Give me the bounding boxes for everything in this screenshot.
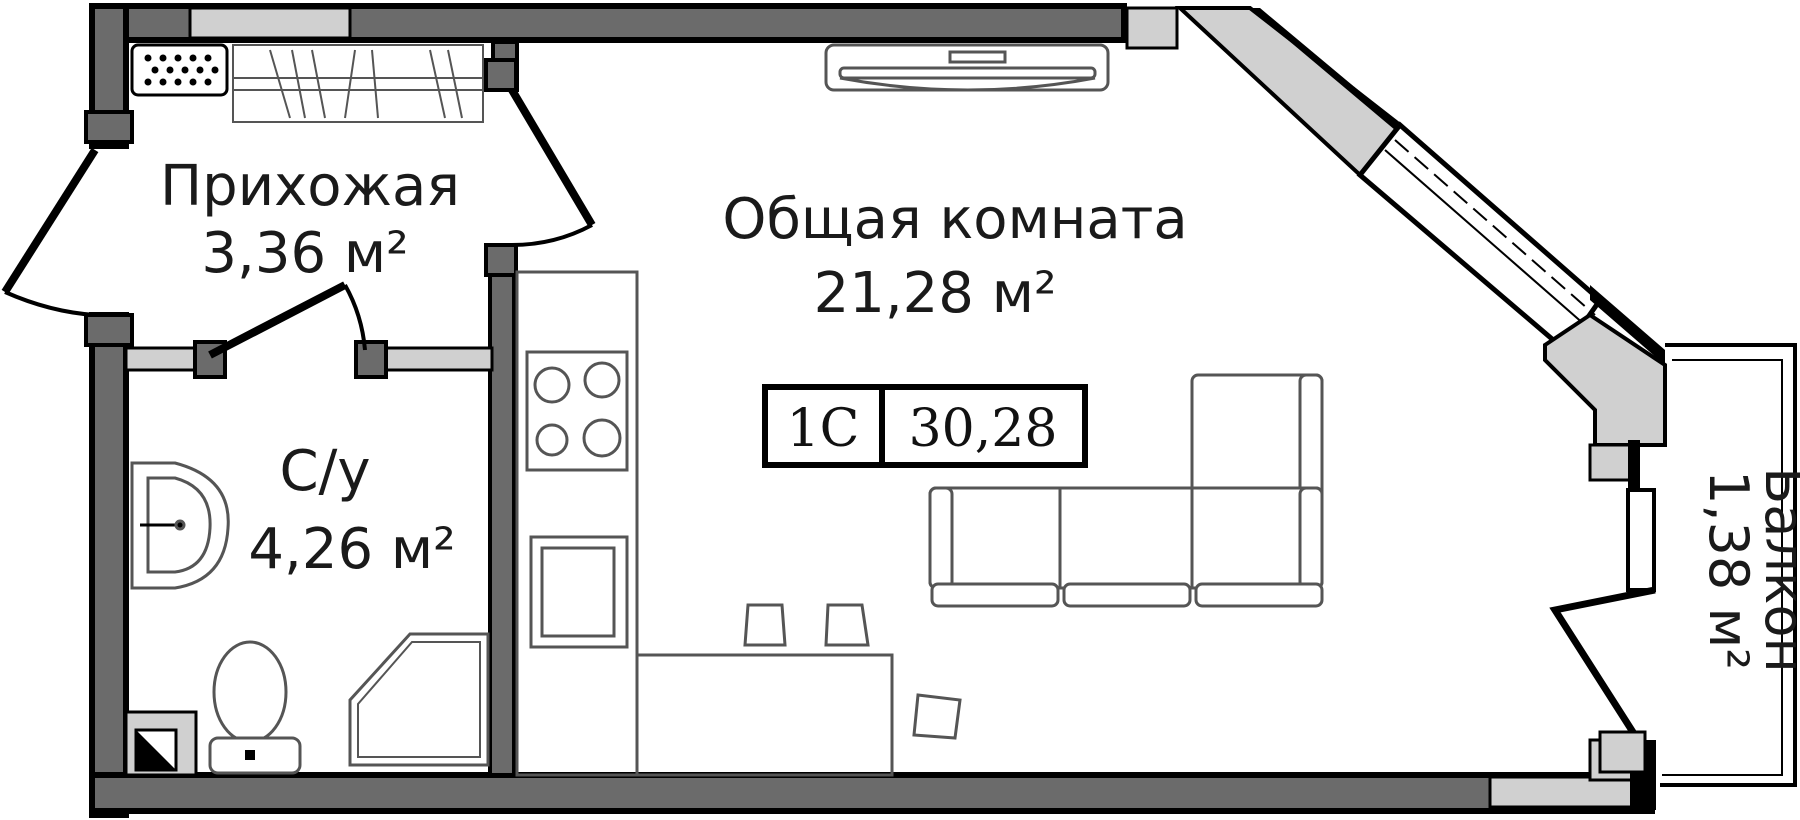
room-name-hallway: Прихожая [160,154,460,219]
kitchen-counter [515,270,639,777]
apartment-total-area: 30,28 [909,399,1058,459]
chair [912,693,962,740]
room-area-balcony: 1,38 м² [1697,470,1760,670]
shoe-rack-dots [144,54,219,86]
apartment-type: 1С [787,399,860,459]
room-name-living: Общая комната [722,187,1187,252]
doors [1,87,596,359]
bathroom-fixtures [124,461,490,777]
interior-walls [84,40,519,777]
room-area-living: 21,28 м² [814,261,1057,326]
shoe-rack [130,43,229,97]
utility-riser [124,710,198,777]
corner-sofa [928,373,1324,608]
balcony [1549,343,1797,787]
kitchen-sink [529,535,629,649]
air-conditioner [824,43,1110,92]
hallway-furniture [130,43,484,123]
chair [824,603,870,647]
room-labels: Прихожая 3,36 м² Общая комната 21,28 м² … [160,154,1800,673]
room-name-balcony: Балкон [1753,467,1800,673]
shower-tray [348,632,490,767]
room-area-bathroom: 4,26 м² [248,517,455,582]
apartment-badge: 1С 30,28 [762,384,1088,468]
stove [525,350,629,472]
washbasin [130,461,230,590]
wardrobe [232,44,484,123]
toilet [208,640,302,775]
diagonal-window-wall [1174,6,1667,810]
room-name-bathroom: С/у [279,439,370,504]
living-furniture [515,43,1324,777]
dining-table [635,653,894,777]
room-area-hallway: 3,36 м² [201,221,408,286]
chair [743,603,787,647]
